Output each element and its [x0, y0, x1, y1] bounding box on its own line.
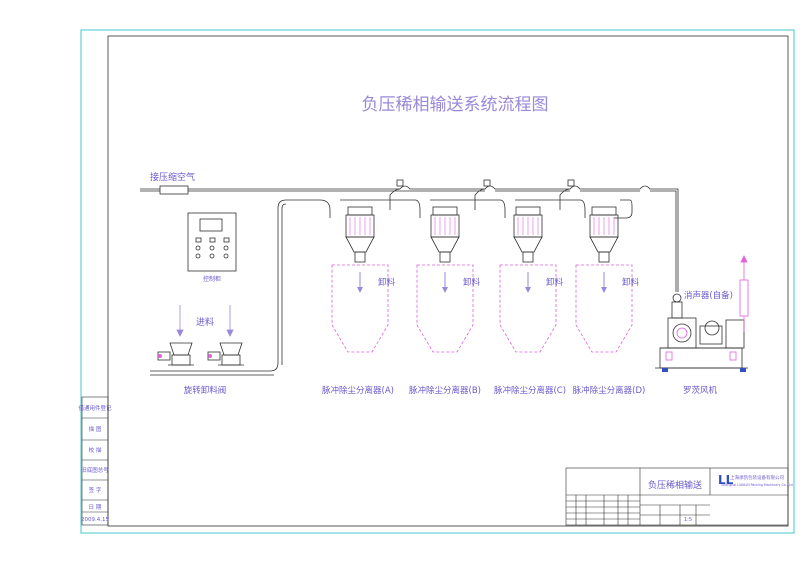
compressed-air-label: 接压缩空气: [150, 171, 195, 183]
blower-feet: [662, 368, 746, 372]
rotary-valve-label: 旋转卸料阀: [184, 385, 227, 396]
valve-motor-marks: [158, 354, 212, 358]
silencer-label: 消声器(自备): [684, 290, 733, 301]
drawing-name: 负压稀相输送: [648, 479, 702, 491]
side-column: [81, 396, 109, 526]
side-cell-2: 校 描: [89, 446, 102, 454]
separator-a: [331, 206, 389, 353]
discharge-label-c: 卸料: [546, 277, 564, 288]
discharge-label-d: 卸料: [622, 277, 640, 288]
roots-blower-icon: [655, 293, 748, 369]
side-cell-1: 描 图: [89, 425, 102, 433]
side-cell-0: 借通用件登记: [78, 404, 112, 412]
feed-in-label: 进料: [196, 316, 214, 328]
roots-blower-label: 罗茨风机: [683, 385, 718, 396]
rotary-valve-icon: [157, 342, 244, 366]
separator-label-b: 脉冲除尘分离器(B): [409, 385, 481, 396]
control-cabinet-label: 控制柜: [203, 275, 221, 283]
outer-frame: [80, 29, 795, 534]
inner-frame: [107, 35, 789, 527]
company-name-cn: 上海承凯包装设备有限公司: [730, 474, 784, 481]
separator-label-a: 脉冲除尘分离器(A): [322, 385, 394, 396]
side-cell-4: 签 字: [89, 486, 102, 494]
separator-b: [416, 206, 474, 353]
control-cabinet: [187, 212, 237, 272]
side-cell-5: 日 期: [89, 504, 102, 511]
separator-d: [575, 206, 633, 353]
side-date: 2009.4.15: [81, 517, 109, 523]
company-name-en: Shanghai LIANLIN Packing Machinery Co.,L…: [721, 483, 792, 487]
conveying-pipe: [150, 199, 633, 376]
company-logo: LL: [718, 473, 734, 487]
page-title: 负压稀相输送系统流程图: [362, 95, 549, 115]
discharge-label-b: 卸料: [463, 277, 481, 288]
silencer-icon: [739, 255, 749, 332]
side-cell-3: 旧底图总号: [81, 466, 109, 474]
scale-value: 1:5: [684, 517, 692, 523]
separator-label-d: 脉冲除尘分离器(D): [573, 385, 646, 396]
feed-arrows: [176, 305, 234, 337]
separator-c: [499, 206, 557, 353]
blower-highlight: [665, 327, 737, 361]
compressed-air-line: [140, 179, 679, 292]
title-block: [565, 467, 789, 526]
discharge-label-a: 卸料: [378, 277, 396, 288]
separator-label-c: 脉冲除尘分离器(C): [494, 385, 566, 396]
